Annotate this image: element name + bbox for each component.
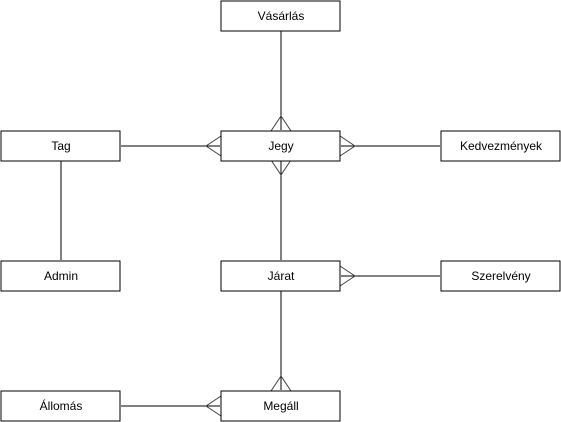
crows-foot-jegy-right [339, 135, 356, 157]
entity-label: Tag [51, 139, 70, 153]
entity-admin[interactable]: Admin [0, 260, 121, 292]
entity-jegy[interactable]: Jegy [220, 130, 341, 162]
entity-allomas[interactable]: Állomás [0, 390, 121, 422]
entity-label: Járat [268, 269, 295, 283]
entity-label: Jegy [268, 139, 293, 153]
entity-label: Megáll [263, 399, 298, 413]
crows-foot-markers [205, 115, 356, 417]
crows-foot-jegy-left [205, 135, 222, 157]
entity-label: Állomás [40, 398, 83, 413]
crows-foot-jarat-right [339, 265, 356, 287]
entity-tag[interactable]: Tag [0, 130, 121, 162]
crows-foot-jegy-top [270, 115, 292, 132]
entity-label: Vásárlás [258, 9, 305, 23]
crows-foot-megall-left [205, 395, 222, 417]
entity-label: Admin [44, 269, 78, 283]
relationship-lines [60, 31, 440, 407]
entity-jarat[interactable]: Járat [220, 260, 341, 292]
entity-vasarlas[interactable]: Vásárlás [220, 0, 341, 32]
crows-foot-jegy-bottom [270, 159, 292, 176]
entity-label: Kedvezmények [460, 139, 543, 153]
entity-label: Szerelvény [471, 269, 530, 283]
crows-foot-megall-top [270, 375, 292, 392]
entity-kedvezmenyek[interactable]: Kedvezmények [440, 130, 561, 162]
entity-szerelveny[interactable]: Szerelvény [440, 260, 561, 292]
entity-megall[interactable]: Megáll [220, 390, 341, 422]
